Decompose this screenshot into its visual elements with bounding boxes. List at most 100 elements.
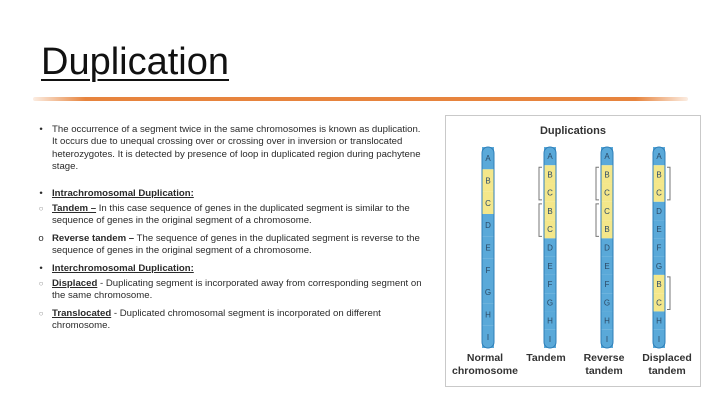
chromosome-outline — [481, 146, 495, 349]
gene-label: H — [547, 317, 553, 326]
chromosome-outline — [543, 146, 557, 349]
gene-segment — [601, 201, 613, 221]
gene-label: C — [604, 189, 610, 198]
circle-marker: o — [38, 232, 44, 244]
caption-line: Tandem — [526, 352, 566, 364]
caption-line: Displaced — [642, 352, 692, 364]
caption-line: Reverse — [583, 352, 625, 364]
gene-label: I — [549, 335, 551, 344]
gene-segment — [544, 274, 556, 294]
gene-segment — [653, 238, 665, 257]
displaced-item: ○ Displaced - Duplicating segment is inc… — [34, 278, 426, 303]
gene-segment — [601, 311, 613, 330]
intra-heading-bullet: • Intrachromosomal Duplication: — [34, 188, 426, 200]
gene-label: I — [606, 335, 608, 344]
gene-segment — [544, 293, 556, 312]
gene-label: C — [656, 298, 662, 307]
gene-segment — [544, 147, 556, 166]
caption-line: Normal — [466, 352, 504, 364]
gene-segment — [601, 238, 613, 257]
gene-segment — [653, 293, 665, 312]
gene-segment — [653, 165, 665, 184]
gene-label: B — [656, 280, 661, 289]
gene-label: B — [547, 207, 552, 216]
chromosome-outline — [652, 146, 666, 349]
gene-label: A — [547, 152, 553, 161]
gene-segment — [544, 311, 556, 330]
gene-label: F — [486, 266, 491, 275]
gene-label: H — [604, 317, 610, 326]
gene-segment — [482, 236, 494, 259]
gene-segment — [544, 183, 556, 202]
duplication-bracket — [667, 166, 671, 201]
gene-label: B — [547, 170, 552, 179]
caption-line: tandem — [585, 365, 623, 377]
figure-title: Duplications — [539, 125, 606, 137]
gene-segment — [482, 214, 494, 237]
gene-label: C — [547, 225, 553, 234]
gene-segment — [601, 165, 613, 184]
caption-line: chromosome — [452, 365, 518, 377]
duplication-bracket — [538, 203, 542, 237]
gene-label: C — [656, 189, 662, 198]
gene-label: B — [604, 170, 609, 179]
gene-label: I — [487, 333, 489, 342]
slide-title: Duplication — [41, 41, 229, 83]
gene-segment — [601, 274, 613, 294]
gene-label: B — [604, 225, 609, 234]
gene-segment — [482, 258, 494, 281]
gene-segment — [653, 329, 665, 348]
title-divider — [33, 97, 688, 101]
caption-line: tandem — [648, 365, 686, 377]
gene-segment — [482, 303, 494, 326]
gene-label: F — [605, 280, 610, 289]
gene-label: D — [485, 221, 491, 230]
gene-label: H — [485, 311, 491, 320]
gene-segment — [482, 169, 494, 192]
tandem-item: ○ Tandem – In this case sequence of gene… — [34, 203, 426, 228]
gene-label: D — [656, 207, 662, 216]
gene-label: G — [547, 298, 553, 307]
bullet-marker: • — [39, 124, 43, 135]
duplication-bracket — [595, 203, 599, 237]
gene-label: B — [656, 170, 661, 179]
tandem-term: Tandem – — [52, 203, 97, 215]
gene-label: D — [547, 244, 553, 253]
gene-segment — [601, 293, 613, 312]
gene-label: G — [656, 262, 662, 271]
gene-label: D — [604, 244, 610, 253]
gene-label: H — [656, 317, 662, 326]
translocated-term: Translocated — [52, 307, 112, 319]
displaced-text: - Duplicating segment is incorporated aw… — [52, 278, 422, 302]
gene-segment — [544, 329, 556, 348]
gene-label: G — [604, 298, 610, 307]
gene-segment — [544, 165, 556, 184]
gene-label: C — [485, 199, 491, 208]
intra-heading: Intrachromosomal Duplication: — [52, 187, 194, 199]
duplication-bracket — [595, 166, 599, 201]
gene-label: E — [547, 262, 552, 271]
gene-label: A — [656, 152, 662, 161]
gene-segment — [544, 201, 556, 221]
gene-segment — [601, 220, 613, 239]
gene-segment — [601, 183, 613, 202]
gene-label: E — [485, 244, 490, 253]
small-circle-marker: ○ — [38, 308, 44, 318]
chromosome-outline — [600, 146, 614, 349]
duplication-bracket — [667, 276, 671, 310]
gene-label: E — [604, 262, 609, 271]
gene-label: B — [485, 177, 490, 186]
gene-label: A — [485, 154, 491, 163]
gene-segment — [601, 147, 613, 166]
gene-segment — [482, 281, 494, 304]
caption-displaced: Displaced tandem — [634, 352, 700, 378]
intro-text: The occurrence of a segment twice in the… — [52, 124, 421, 173]
intro-bullet: • The occurrence of a segment twice in t… — [34, 124, 426, 174]
chromosome-diagram: ABCDEFGHIABCBCDEFGHIABCCBDEFGHIABCDEFGBC… — [481, 146, 671, 349]
translocated-text: - Duplicated chromosomal segment is inco… — [52, 307, 381, 332]
